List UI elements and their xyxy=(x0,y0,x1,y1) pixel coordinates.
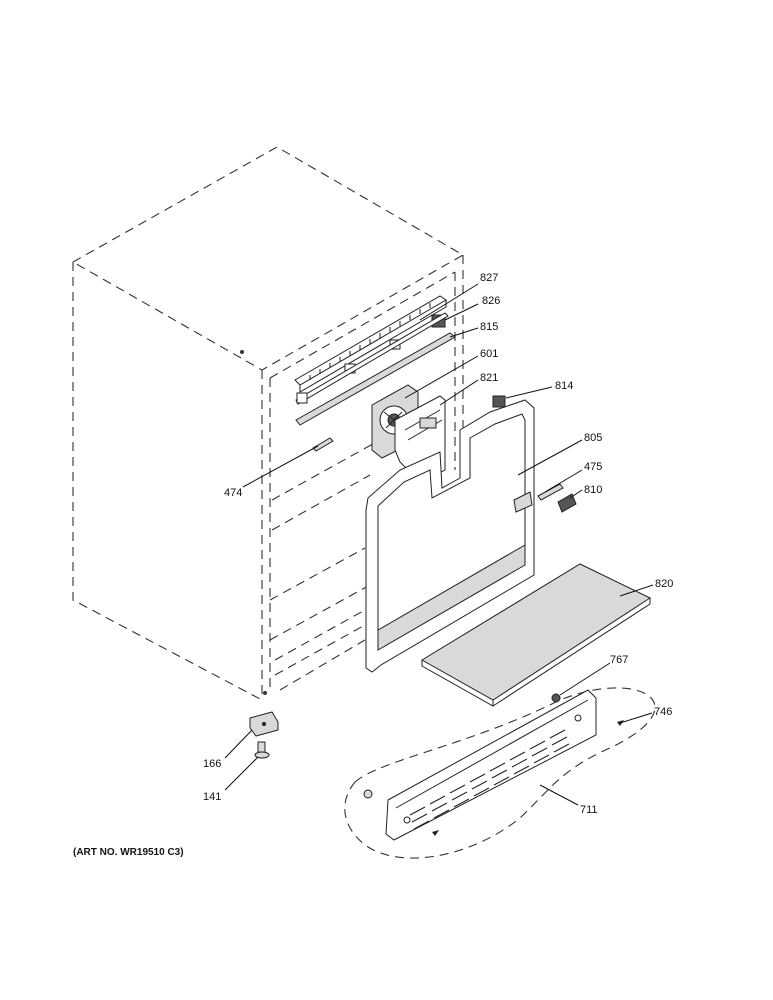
liner-frame-805 xyxy=(365,399,535,673)
label-815: 815 xyxy=(480,321,498,333)
label-474: 474 xyxy=(224,487,242,499)
label-810: 810 xyxy=(584,484,602,496)
trim-strip-815 xyxy=(295,332,456,426)
art-number: (ART NO. WR19510 C3) xyxy=(73,847,184,858)
screw-dot xyxy=(240,350,244,354)
clip-810 xyxy=(557,493,577,513)
control-rail-assembly xyxy=(294,295,456,426)
label-805: 805 xyxy=(584,432,602,444)
label-711: 711 xyxy=(580,804,598,816)
leader-lines xyxy=(224,283,654,806)
shelf-panel-820 xyxy=(421,563,652,707)
label-820: 820 xyxy=(655,578,673,590)
label-826: 826 xyxy=(482,295,500,307)
label-166: 166 xyxy=(203,758,221,770)
label-746: 746 xyxy=(654,706,672,718)
label-475: 475 xyxy=(584,461,602,473)
screw xyxy=(363,789,373,799)
label-767: 767 xyxy=(610,654,628,666)
label-814: 814 xyxy=(555,380,573,392)
grille-711 xyxy=(385,689,597,841)
rail-strip xyxy=(295,312,449,405)
leveling-leg-141 xyxy=(254,741,270,759)
label-821: 821 xyxy=(480,372,498,384)
label-601: 601 xyxy=(480,348,498,360)
screw xyxy=(432,830,439,836)
sensor-475 xyxy=(537,483,564,501)
label-141: 141 xyxy=(203,791,221,803)
screw-767 xyxy=(551,693,561,703)
part-labels: 827 826 815 601 821 814 805 475 810 474 … xyxy=(203,272,673,816)
kit-boundary-746 xyxy=(344,687,656,859)
thermistor-474 xyxy=(312,437,334,452)
screw-dot xyxy=(263,691,267,695)
cabinet-outline xyxy=(71,146,465,701)
label-827: 827 xyxy=(480,272,498,284)
grille-vents xyxy=(409,729,570,830)
knob-814 xyxy=(492,395,506,408)
